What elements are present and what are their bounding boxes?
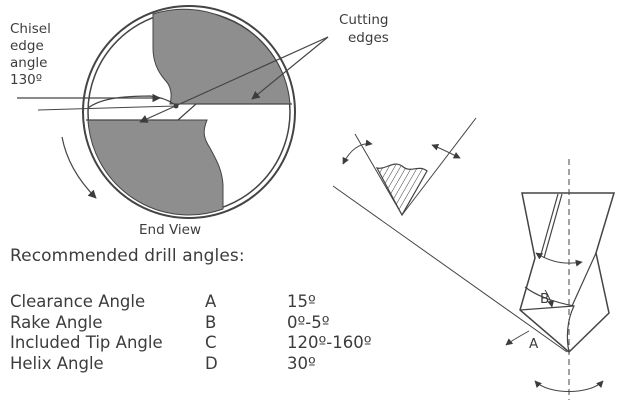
- angle-name: Included Tip Angle: [10, 333, 163, 352]
- lip-edge: [519, 305, 575, 311]
- angle-code: A: [205, 292, 217, 311]
- flute-line-1: [539, 193, 559, 259]
- drill-body: [519, 192, 616, 354]
- cutting-edges-label-line1: Cutting: [339, 12, 388, 28]
- rake-angle-arc: [431, 143, 461, 159]
- long-reference-line: [332, 185, 568, 353]
- angle-name: Clearance Angle: [10, 292, 146, 311]
- end-view: Chisel edge angle 130º Cutting edges End…: [10, 5, 389, 238]
- flute-upper: [152, 8, 291, 105]
- angle-code: C: [205, 333, 217, 352]
- chisel-label-line4: 130º: [10, 72, 42, 88]
- flute-lower: [87, 119, 224, 216]
- cutting-wedge: [375, 163, 428, 217]
- cutting-edges-pointer-upper: [251, 36, 329, 100]
- angle-value: 120º-160º: [287, 333, 372, 352]
- clearance-a-arc: [505, 330, 530, 346]
- cutting-edges-pointer-lower: [139, 36, 329, 123]
- cutting-edges-label-line2: edges: [348, 30, 389, 46]
- angle-name: Rake Angle: [10, 312, 103, 332]
- angle-value: 30º: [287, 353, 316, 373]
- point-a-label: A: [529, 336, 539, 352]
- flute-line-2: [543, 193, 563, 259]
- chisel-edge-line: [177, 103, 197, 121]
- flute-line-3: [571, 252, 597, 307]
- angle-code: B: [205, 312, 217, 332]
- end-view-label: End View: [139, 222, 201, 238]
- web-upper-curve: [87, 95, 175, 109]
- tip-angle-arc: [534, 380, 604, 392]
- point-b-label: B: [540, 291, 549, 307]
- chisel-label-line3: angle: [10, 55, 47, 71]
- clearance-angle-arc: [342, 139, 373, 165]
- angle-value: 0º-5º: [287, 312, 330, 332]
- angle-code: D: [205, 353, 218, 373]
- helix-angle-arc: [535, 252, 583, 267]
- rake-b-arc: [544, 289, 555, 308]
- recommended-angles-heading: Recommended drill angles:: [10, 246, 245, 266]
- rotation-arrow: [61, 136, 97, 199]
- drill-outer-circle: [82, 5, 296, 219]
- chisel-label-line2: edge: [10, 38, 44, 54]
- chisel-label-line1: Chisel: [10, 21, 51, 37]
- chisel-pointer-line-2: [37, 105, 177, 111]
- angle-name: Helix Angle: [10, 353, 104, 373]
- rake-ref-line: [401, 117, 477, 216]
- angle-value: 15º: [287, 292, 316, 311]
- side-view: B A: [332, 117, 616, 400]
